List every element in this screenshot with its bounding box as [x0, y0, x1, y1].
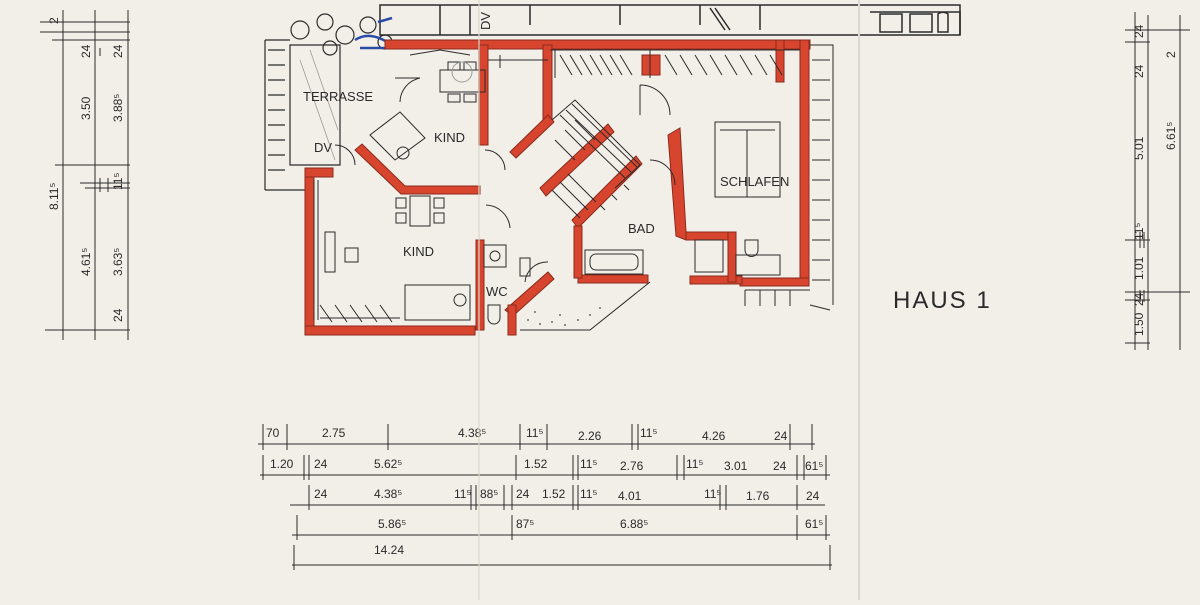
outdoor-dots	[527, 307, 601, 326]
bottom-dim-row-2: 1.20 24 5.62⁵ 1.52 11⁵ 2.76 11⁵ 3.01 24 …	[270, 457, 823, 473]
dim-bottom-r3: 4.01	[618, 489, 642, 503]
dim-right-upper: 5.01	[1132, 136, 1146, 160]
plant-pots-icon	[290, 13, 393, 56]
dim-right-mid-101: 1.01	[1132, 256, 1146, 280]
dim-bottom-r2: 11⁵	[580, 457, 597, 471]
dim-bottom-r3: 1.76	[746, 489, 770, 503]
room-label-terrasse: TERRASSE	[303, 89, 373, 104]
exterior-walls	[304, 39, 811, 336]
dim-bottom-r1: 4.38⁵	[458, 426, 486, 440]
dim-bottom-r1: 4.26	[702, 429, 726, 443]
dim-left-lower-b: 3.63⁵	[111, 248, 125, 276]
dim-bottom-r2: 2.76	[620, 459, 644, 473]
dim-bottom-r1: 70	[266, 426, 280, 440]
dim-right-bot-24: 24	[1132, 292, 1146, 306]
dim-left-mid-11: 11⁵	[111, 173, 125, 190]
room-label-schlafen: SCHLAFEN	[720, 174, 789, 189]
bottom-dimension-lines	[258, 424, 832, 570]
dim-bottom-r2: 3.01	[724, 459, 748, 473]
room-label-top-dv: DV	[478, 12, 493, 30]
dim-bottom-r2: 61⁵	[805, 459, 823, 473]
bottom-dim-row-5: 14.24	[374, 543, 404, 557]
dim-bottom-r2: 1.52	[524, 457, 548, 471]
interior-walls	[354, 39, 785, 336]
dim-bottom-r3: 24	[516, 487, 530, 501]
room-label-bad: BAD	[628, 221, 655, 236]
dim-bottom-r1: 24	[774, 429, 788, 443]
dim-left-top-24b: 24	[111, 44, 125, 58]
dim-left-top-2: 2	[47, 17, 61, 24]
dim-left-total: 8.11⁵	[47, 183, 61, 210]
upper-building-fragment	[379, 4, 961, 36]
paper-seam	[858, 0, 860, 600]
dim-left-top-24: 24	[79, 44, 93, 58]
terrace-area	[264, 39, 341, 191]
room-label-kind-lower: KIND	[403, 244, 434, 259]
furniture-wc	[483, 244, 531, 325]
thin-structure-lines	[313, 44, 834, 320]
furniture-bad	[584, 184, 644, 275]
wardrobe-hatching	[319, 54, 783, 323]
left-dimension-lines	[40, 10, 130, 340]
dim-left-upper-b: 3.88⁵	[111, 94, 125, 122]
room-label-kind-upper: KIND	[434, 130, 465, 145]
dim-bottom-r1: 11⁵	[526, 426, 543, 440]
dim-right-total: 6.61⁵	[1164, 122, 1178, 150]
dim-right-top-2: 2	[1164, 51, 1178, 58]
dim-bottom-r2: 1.20	[270, 457, 294, 471]
outdoor-boundary	[520, 281, 651, 331]
dim-bottom-r4: 61⁵	[805, 517, 823, 531]
dim-right-mid-11: 11⁵	[1132, 223, 1146, 240]
dim-bottom-r3: 24	[314, 487, 328, 501]
dim-bottom-r2: 5.62⁵	[374, 457, 402, 471]
dim-right-top-24b: 24	[1132, 64, 1146, 78]
dim-bottom-r3: 88⁵	[480, 487, 498, 501]
bottom-dim-row-3: 24 4.38⁵ 11⁵ 88⁵ 24 1.52 11⁵ 4.01 11⁵ 1.…	[314, 487, 820, 503]
bottom-dim-row-1: 70 2.75 4.38⁵ 11⁵ 2.26 11⁵ 4.26 24	[266, 426, 788, 443]
dim-bottom-r1: 2.75	[322, 426, 346, 440]
dim-left-lower-a: 4.61⁵	[79, 248, 93, 276]
furniture-schlafen	[694, 121, 781, 276]
dim-bottom-r1: 11⁵	[640, 426, 657, 440]
dim-right-bot-150: 1.50	[1132, 312, 1146, 336]
dim-bottom-r5: 14.24	[374, 543, 404, 557]
house-label: HAUS 1	[893, 287, 992, 314]
paper-seam	[478, 0, 480, 600]
door-swings	[334, 77, 676, 283]
dim-right-top-24: 24	[1132, 24, 1146, 38]
dim-bottom-r2: 24	[314, 457, 328, 471]
furniture-kind-upper	[369, 61, 486, 161]
dim-bottom-r3: 11⁵	[704, 487, 721, 501]
dim-bottom-r3: 4.38⁵	[374, 487, 402, 501]
dim-bottom-r2: 24	[773, 459, 787, 473]
staircase	[551, 99, 641, 219]
dim-bottom-r4: 6.88⁵	[620, 517, 648, 531]
dim-bottom-r2: 11⁵	[686, 457, 703, 471]
furniture-kind-lower	[324, 195, 471, 321]
dim-bottom-r3: 24	[806, 489, 820, 503]
room-label-wc: WC	[486, 284, 508, 299]
right-dimension-lines	[1125, 12, 1190, 350]
bottom-dim-row-4: 5.86⁵ 87⁵ 6.88⁵ 61⁵	[378, 517, 823, 531]
dim-bottom-r4: 87⁵	[516, 517, 534, 531]
dim-bottom-r3: 1.52	[542, 487, 566, 501]
dim-left-upper-a: 3.50	[79, 96, 93, 120]
dim-left-bottom-24: 24	[111, 308, 125, 322]
dim-bottom-r3: 11⁵	[580, 487, 597, 501]
dim-bottom-r3: 11⁵	[454, 487, 471, 501]
room-label-dv: DV	[314, 140, 332, 155]
dim-bottom-r4: 5.86⁵	[378, 517, 406, 531]
dim-bottom-r1: 2.26	[578, 429, 602, 443]
